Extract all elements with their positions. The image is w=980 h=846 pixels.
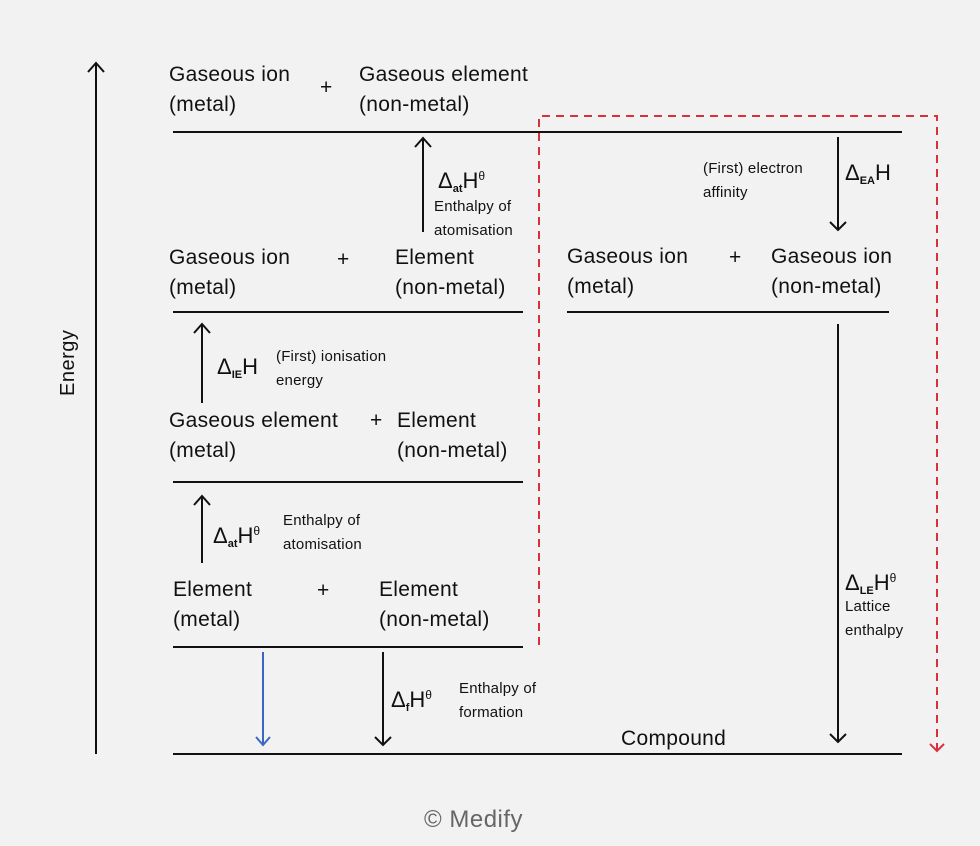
symbol-atomisation-nonmetal: ΔatHθ xyxy=(438,168,486,195)
level-gas-ion-elem-right: Element (non-metal) xyxy=(395,246,506,299)
desc-atomisation-metal: Enthalpy of atomisation xyxy=(283,512,362,553)
arrowhead-ionisation xyxy=(193,322,211,334)
dashed-path-arrowhead xyxy=(929,743,945,753)
arrowhead-formation xyxy=(374,736,392,747)
copyright-footer: © Medify xyxy=(424,806,524,833)
level-elem-elem-left: Element (metal) xyxy=(173,578,253,631)
level-gas-ions-right: Gaseous ion (non-metal) xyxy=(771,245,893,298)
level-gas-elem-elem-right: Element (non-metal) xyxy=(397,409,508,462)
level-elem-elem-right: Element (non-metal) xyxy=(379,578,490,631)
symbol-electron-affinity: ΔEAH xyxy=(845,160,891,187)
level-gas-ion-elem-plus: + xyxy=(337,248,350,271)
arrowhead-atomisation-nonmetal xyxy=(414,136,432,148)
symbol-atomisation-metal: ΔatHθ xyxy=(213,523,261,550)
symbol-formation: ΔfHθ xyxy=(391,687,432,714)
level-top-left-line2: (metal) xyxy=(169,93,237,116)
energy-axis-arrowhead xyxy=(87,61,105,73)
desc-atomisation-nonmetal: Enthalpy of atomisation xyxy=(434,198,513,239)
level-gas-ions-left: Gaseous ion (metal) xyxy=(567,245,689,298)
energy-axis-label: Energy xyxy=(57,329,79,396)
level-gas-ion-elem-left: Gaseous ion (metal) xyxy=(169,246,291,299)
arrowhead-blue-formation xyxy=(255,736,271,747)
arrowhead-atomisation-metal xyxy=(193,494,211,506)
level-elem-elem-plus: + xyxy=(317,579,330,602)
dashed-path-born-haber xyxy=(538,115,938,750)
level-gas-ions-plus: + xyxy=(729,246,742,269)
desc-lattice: Lattice enthalpy xyxy=(845,598,904,639)
level-gas-elem-elem-plus: + xyxy=(370,409,383,432)
arrowhead-electron-affinity xyxy=(829,221,847,232)
level-top-left-line1: Gaseous ion xyxy=(169,63,291,86)
level-gas-elem-elem-left: Gaseous element (metal) xyxy=(169,409,339,462)
arrowhead-lattice xyxy=(829,733,847,744)
level-top-left: Gaseous ion (metal) xyxy=(169,60,290,120)
level-top-right: Gaseous element (non-metal) xyxy=(359,60,528,120)
desc-electron-affinity: (First) electron affinity xyxy=(703,160,803,201)
level-top-right-line2: (non-metal) xyxy=(359,93,470,116)
symbol-lattice: ΔLEHθ xyxy=(845,570,897,597)
desc-ionisation: (First) ionisation energy xyxy=(276,348,387,389)
symbol-ionisation: ΔIEH xyxy=(217,354,258,381)
level-top-right-line1: Gaseous element xyxy=(359,63,529,86)
level-top-plus: + xyxy=(320,76,333,99)
level-compound-label: Compound xyxy=(621,727,727,750)
desc-formation: Enthalpy of formation xyxy=(459,680,537,721)
